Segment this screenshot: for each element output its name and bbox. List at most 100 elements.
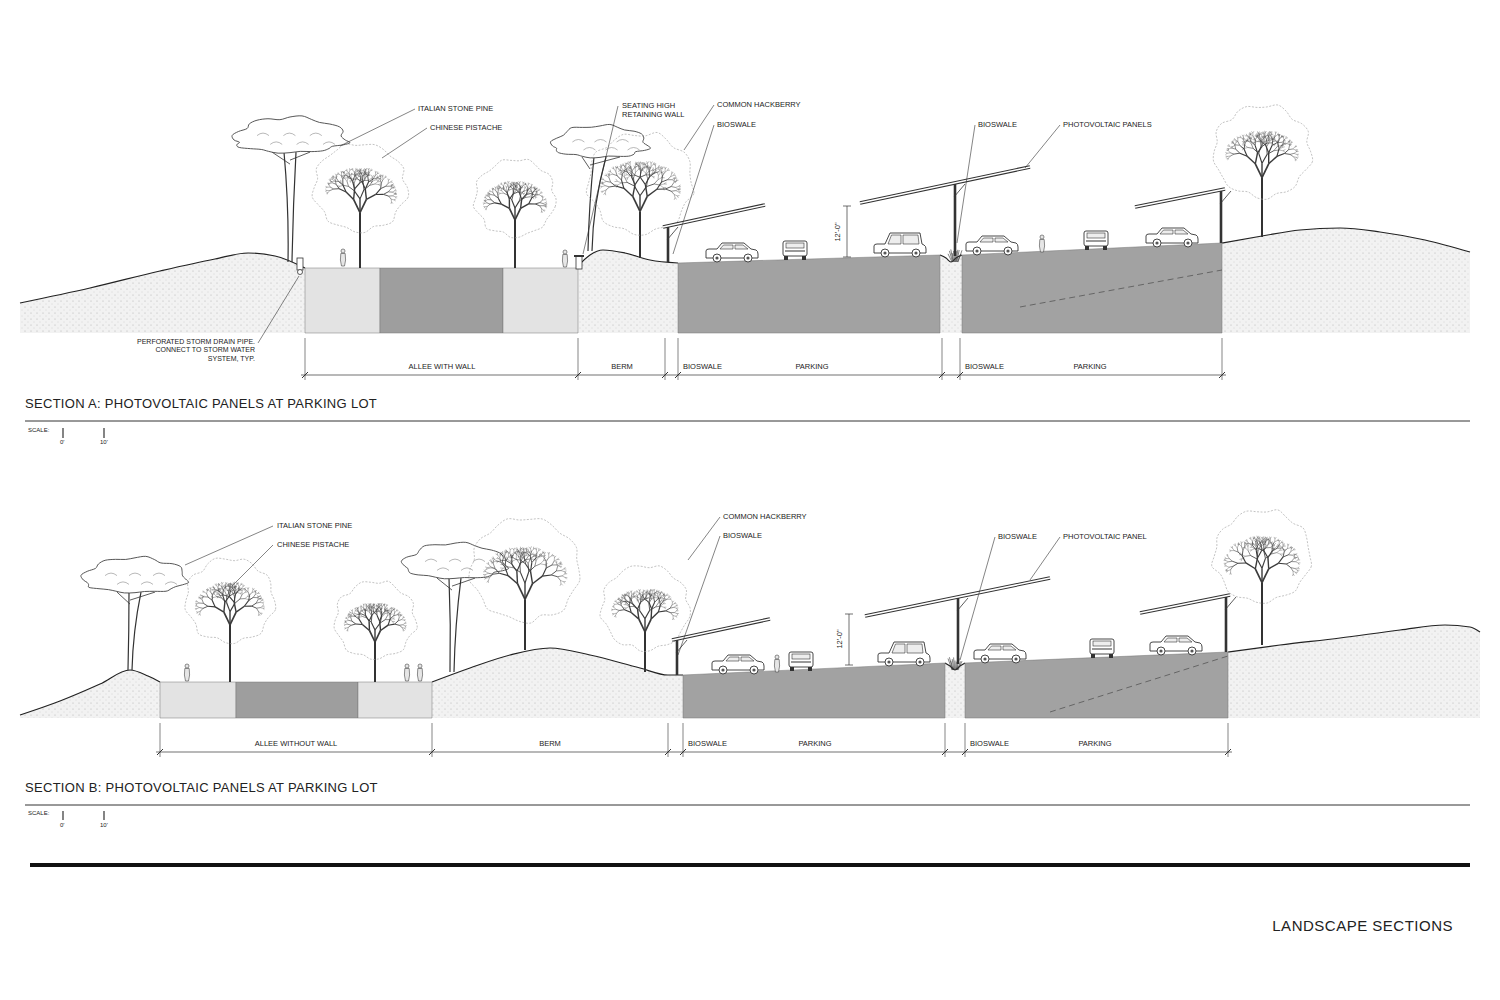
tree-branch <box>345 177 348 178</box>
tree-branch <box>343 173 345 176</box>
tree-branch <box>367 609 369 611</box>
tree-branch <box>530 186 532 188</box>
tree-branch <box>354 173 355 175</box>
tree-branch <box>531 184 532 185</box>
tree-branch <box>635 177 640 184</box>
tree-branch <box>521 186 523 189</box>
tree-branch <box>203 591 204 593</box>
tree-branch <box>529 190 531 192</box>
tree-branch <box>1226 150 1228 152</box>
person-body <box>1039 240 1044 253</box>
tree-branch <box>240 594 242 598</box>
tree-branch <box>349 616 351 618</box>
tree-branch <box>1259 134 1261 137</box>
tree-branch <box>542 199 544 201</box>
tree-branch <box>667 177 670 180</box>
tree-branch <box>235 586 236 589</box>
tree-branch <box>395 189 396 191</box>
tree-branch <box>196 609 197 610</box>
tree-branch <box>207 589 208 591</box>
grade-line <box>1020 270 1222 307</box>
tree-branch <box>1279 134 1281 136</box>
tree-branch <box>344 625 345 626</box>
tree-branch <box>1274 149 1279 151</box>
tree-branch <box>220 590 221 592</box>
tree-branch <box>679 185 681 186</box>
tree-branch <box>1269 140 1272 142</box>
tree-branch <box>375 182 378 184</box>
tree-branch <box>1268 140 1271 141</box>
person-head <box>341 249 345 253</box>
tree-branch <box>632 172 635 175</box>
tree-branch <box>1294 152 1296 154</box>
tree-branch <box>647 163 648 166</box>
tree-branch <box>360 172 362 175</box>
tree-branch <box>504 189 506 191</box>
dimension-tick <box>843 206 851 207</box>
tree-branch <box>629 169 631 173</box>
tree-branch <box>1235 140 1237 142</box>
tree-branch <box>543 196 544 197</box>
pine-texture <box>297 142 309 145</box>
tree-branch <box>244 587 246 589</box>
tree-branch <box>1270 131 1271 133</box>
tree-branch <box>344 620 346 621</box>
tree-branch <box>225 584 226 586</box>
tree-branch <box>545 206 547 207</box>
tree-branch <box>540 202 543 204</box>
tree-branch <box>502 191 504 193</box>
tree-branch <box>258 614 260 616</box>
tree-branch <box>354 615 356 616</box>
tree-branch <box>509 189 511 190</box>
tree-branch <box>484 201 486 203</box>
tree-branch <box>527 184 528 186</box>
tree-branch <box>532 193 534 195</box>
tree-branch <box>373 603 374 605</box>
pv-panel-face <box>860 167 1030 203</box>
tree-branch <box>529 198 532 204</box>
tree-branch <box>244 590 246 591</box>
tree-branch <box>497 186 499 188</box>
car-rear <box>1084 231 1108 250</box>
tree-branch <box>1230 154 1234 156</box>
tree-branch <box>364 174 366 178</box>
tree-branch <box>219 589 220 590</box>
tree-branch <box>259 595 260 596</box>
tree-branch <box>377 606 379 607</box>
tree-branch <box>676 189 679 190</box>
tree-branch <box>663 187 666 188</box>
pine-trunk <box>449 578 450 672</box>
tree-branch <box>359 199 360 213</box>
tree-branch <box>216 592 219 594</box>
tree-branch <box>206 591 208 594</box>
tree-branch <box>230 612 236 625</box>
tree-branch <box>356 171 357 173</box>
tree-branch <box>507 183 508 185</box>
tree-branch <box>325 189 327 191</box>
tree-branch <box>366 606 368 607</box>
tree-branch <box>509 208 515 220</box>
car-window <box>786 243 804 248</box>
tree-branch <box>1243 143 1244 145</box>
tree-branch <box>542 196 543 198</box>
ground-line <box>20 670 160 715</box>
tree-branch <box>357 607 358 608</box>
tree-branch <box>355 175 356 179</box>
tree-branch <box>1247 156 1255 163</box>
tree-branch <box>199 607 203 609</box>
tree-canopy-outline <box>312 144 409 233</box>
tree-branch <box>363 604 365 606</box>
tree-branch <box>1248 147 1253 149</box>
tree-branch <box>527 188 528 190</box>
tree-branch <box>351 618 352 621</box>
tree-branch <box>358 614 359 619</box>
tree-branch <box>621 165 622 167</box>
dimension-line <box>847 206 848 257</box>
ground-fill <box>940 255 962 333</box>
tree-branch <box>370 605 372 607</box>
tree-branch <box>515 184 517 186</box>
tree-branch <box>365 170 366 173</box>
tree-branch <box>336 178 338 181</box>
tree-branch <box>641 168 644 171</box>
tree-branch <box>334 177 337 178</box>
